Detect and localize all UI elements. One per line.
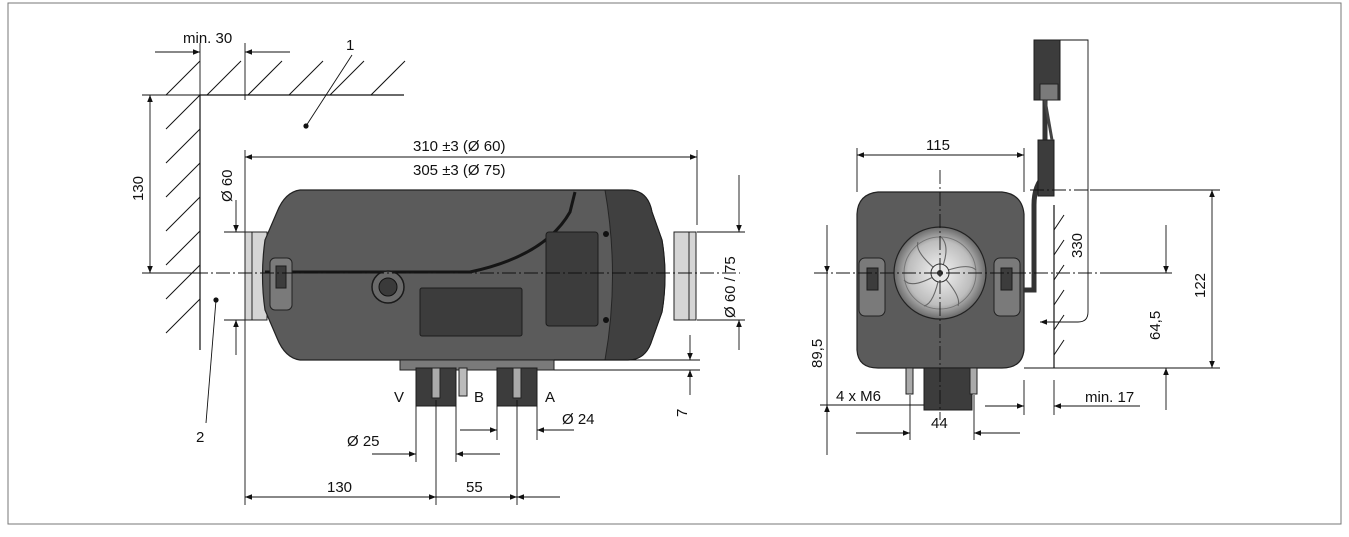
ref-label-1: 1 [346, 37, 354, 54]
dim-44: 44 [856, 395, 1020, 440]
heater-side-view [244, 189, 697, 407]
dim-label-dia6075: Ø 60 / 75 [722, 256, 739, 318]
dim-overall-length: 310 ±3 (Ø 60) 305 ±3 (Ø 75) [244, 138, 698, 505]
frame-border [7, 2, 1342, 525]
dim-label-min30: min. 30 [183, 30, 232, 47]
dim-dia24: Ø 24 [460, 406, 595, 440]
dim-label-330: 330 [1069, 233, 1086, 258]
dim-7: 7 [554, 335, 700, 417]
dim-130-55-bottom: 130 55 [245, 400, 560, 505]
dim-label-305: 305 ±3 (Ø 75) [413, 162, 505, 179]
dim-89-5: 89,5 [809, 225, 924, 455]
dim-label-64-5: 64,5 [1147, 311, 1164, 340]
port-label-v: V [394, 389, 404, 406]
dim-label-130v: 130 [130, 176, 147, 201]
dim-label-89-5: 89,5 [809, 339, 826, 368]
callout-1: 1 [303, 37, 354, 129]
dim-label-dia60: Ø 60 [219, 169, 236, 202]
label-4xm6: 4 x M6 [836, 388, 881, 405]
dim-label-115: 115 [926, 137, 950, 154]
dim-label-130h: 130 [327, 479, 352, 496]
dim-min17: min. 17 [985, 380, 1140, 415]
callout-2: 2 [196, 297, 219, 446]
dim-label-7: 7 [674, 409, 691, 417]
dim-330: 330 [1040, 39, 1089, 325]
port-label-a: A [545, 389, 555, 406]
dim-label-dia24: Ø 24 [562, 411, 595, 428]
wall-right [1053, 205, 1065, 368]
dim-dia25: Ø 25 [347, 406, 500, 462]
dim-label-dia25: Ø 25 [347, 433, 380, 450]
dim-label-min17: min. 17 [1085, 389, 1134, 406]
dim-dia6075: Ø 60 / 75 [697, 175, 745, 350]
dim-label-122: 122 [1192, 273, 1209, 298]
dim-64-5: 64,5 [1110, 225, 1172, 410]
wall-and-ceiling [165, 60, 406, 350]
heater-front-view [856, 39, 1061, 411]
dim-115: 115 [856, 137, 1025, 192]
dim-min30: min. 30 [155, 30, 290, 100]
dim-label-310: 310 ±3 (Ø 60) [413, 138, 505, 155]
dim-label-44: 44 [931, 415, 948, 432]
ref-label-2: 2 [196, 429, 204, 446]
port-label-b: B [474, 389, 484, 406]
dim-130-vertical: 130 [130, 94, 200, 274]
dim-122: 122 [1024, 189, 1220, 369]
dim-label-55: 55 [466, 479, 483, 496]
dim-dia60-left: Ø 60 [219, 169, 245, 355]
